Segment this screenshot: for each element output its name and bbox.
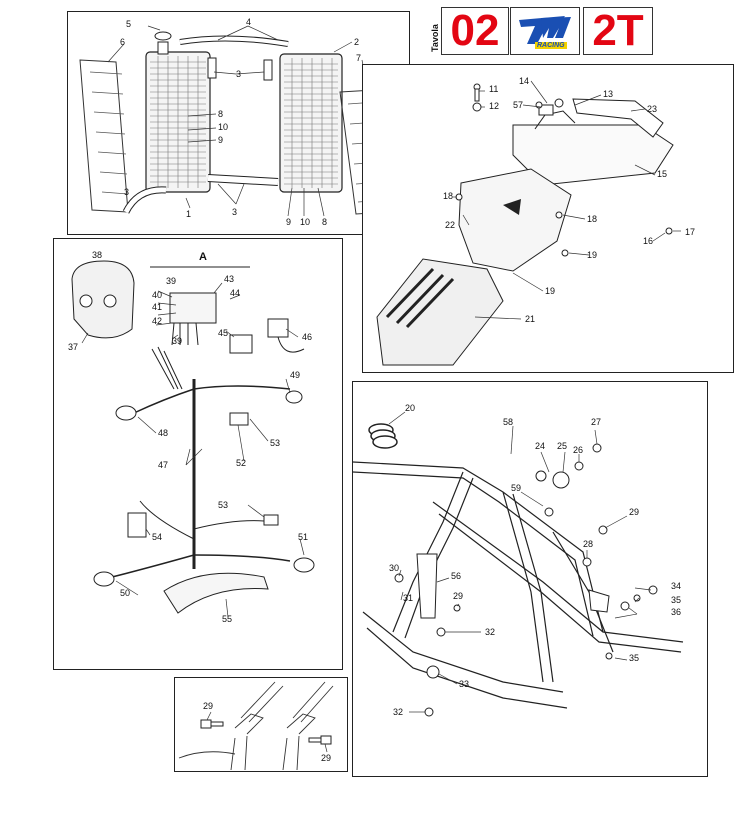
callout-4: 4 bbox=[246, 17, 252, 27]
callout-19-upper: 19 bbox=[587, 250, 598, 260]
callout-9-right: 9 bbox=[286, 217, 292, 227]
engine-type: 2T bbox=[592, 6, 644, 55]
callout-40: 40 bbox=[152, 290, 163, 300]
callout-55: 55 bbox=[222, 614, 233, 624]
brand-logo-text: TM bbox=[515, 12, 516, 13]
callout-35-lower: 35 bbox=[629, 653, 640, 663]
callout-3-left: 3 bbox=[124, 187, 130, 197]
callout-38: 38 bbox=[92, 250, 103, 260]
callout-39-lower: 39 bbox=[172, 336, 183, 346]
frame-panel: 20 58 24 25 26 27 59 29 28 30 56 31 29 3… bbox=[352, 381, 708, 777]
tank-cover-drawing bbox=[376, 80, 681, 366]
callout-2: 2 bbox=[354, 37, 360, 47]
callout-59: 59 bbox=[511, 483, 522, 493]
electrics-panel: 38 A 39 43 40 41 44 42 45 46 37 39 49 48… bbox=[53, 238, 343, 670]
callout-27: 27 bbox=[591, 417, 602, 427]
brand-logo-graphic bbox=[519, 16, 571, 44]
callout-37: 37 bbox=[68, 342, 79, 352]
callout-18-right: 18 bbox=[587, 214, 598, 224]
callout-51: 51 bbox=[298, 532, 309, 542]
callout-3-mid: 3 bbox=[236, 69, 242, 79]
callout-50: 50 bbox=[120, 588, 131, 598]
callout-21: 21 bbox=[525, 314, 536, 324]
callout-6: 6 bbox=[120, 37, 126, 47]
callout-53-upper: 53 bbox=[270, 438, 281, 448]
callout-36: 36 bbox=[671, 607, 682, 617]
callout-32-lower: 32 bbox=[393, 707, 404, 717]
engine-type-box: 2T bbox=[583, 7, 653, 55]
callout-10-right: 10 bbox=[300, 217, 311, 227]
tank-cover-panel: 11 12 13 14 15 16 17 18 18 19 19 21 22 2… bbox=[362, 64, 734, 373]
callout-44: 44 bbox=[230, 288, 241, 298]
callout-47: 47 bbox=[158, 460, 169, 470]
callout-20: 20 bbox=[405, 403, 416, 413]
callout-39-upper: 39 bbox=[166, 276, 177, 286]
callout-16: 16 bbox=[643, 236, 654, 246]
callout-25: 25 bbox=[557, 441, 568, 451]
callout-32-mid: 32 bbox=[485, 627, 496, 637]
callout-19-lower: 19 bbox=[545, 286, 556, 296]
fork-drawing bbox=[178, 681, 334, 771]
callout-56: 56 bbox=[451, 571, 462, 581]
radiator-panel: 1 2 3 3 3 4 5 6 7 8 8 9 9 10 10 bbox=[67, 11, 410, 235]
callout-57: 57 bbox=[513, 100, 524, 110]
electrics-drawing bbox=[71, 260, 315, 618]
callout-52: 52 bbox=[236, 458, 247, 468]
callout-8-left: 8 bbox=[218, 109, 224, 119]
plate-number-box: 02 bbox=[441, 7, 509, 55]
callout-8-right: 8 bbox=[322, 217, 328, 227]
callout-29-fork-left: 29 bbox=[203, 701, 214, 711]
callout-53-lower: 53 bbox=[218, 500, 229, 510]
callout-11: 11 bbox=[489, 84, 499, 94]
callout-3-bottom: 3 bbox=[232, 207, 238, 217]
plate-number: 02 bbox=[450, 6, 500, 55]
callout-28: 28 bbox=[583, 539, 594, 549]
callout-33: 33 bbox=[459, 679, 470, 689]
callout-46: 46 bbox=[302, 332, 313, 342]
callout-29-frame: 29 bbox=[629, 507, 640, 517]
brand-logo-subtext: RACING bbox=[535, 42, 567, 49]
callout-26-upper: 26 bbox=[573, 445, 584, 455]
callout-35-upper: 35 bbox=[671, 595, 682, 605]
frame-drawing bbox=[353, 411, 684, 717]
callout-45: 45 bbox=[218, 328, 229, 338]
callout-15: 15 bbox=[657, 169, 668, 179]
callout-58: 58 bbox=[503, 417, 514, 427]
callout-group-a: A bbox=[199, 251, 207, 263]
callout-30: 30 bbox=[389, 563, 400, 573]
brand-logo: TM RACING bbox=[510, 7, 580, 55]
callout-12: 12 bbox=[489, 101, 500, 111]
callout-29-fork-right: 29 bbox=[321, 753, 332, 763]
radiator-drawing bbox=[79, 25, 389, 217]
callout-18-left: 18 bbox=[443, 191, 454, 201]
callout-42: 42 bbox=[152, 316, 163, 326]
callout-23: 23 bbox=[647, 104, 658, 114]
callout-9-left: 9 bbox=[218, 135, 224, 145]
tavola-label: Tavola bbox=[430, 24, 440, 52]
callout-31: 31 bbox=[403, 593, 414, 603]
callout-13: 13 bbox=[603, 89, 614, 99]
callout-34: 34 bbox=[671, 581, 682, 591]
callout-5: 5 bbox=[126, 19, 132, 29]
callout-48: 48 bbox=[158, 428, 169, 438]
callout-54: 54 bbox=[152, 532, 163, 542]
callout-1: 1 bbox=[186, 209, 192, 219]
callout-7: 7 bbox=[356, 53, 362, 63]
callout-29-small: 29 bbox=[453, 591, 464, 601]
callout-41: 41 bbox=[152, 302, 163, 312]
callout-10-left: 10 bbox=[218, 122, 229, 132]
callout-17: 17 bbox=[685, 227, 696, 237]
callout-14: 14 bbox=[519, 76, 530, 86]
callout-22: 22 bbox=[445, 220, 456, 230]
callout-49: 49 bbox=[290, 370, 301, 380]
fork-panel: 29 29 bbox=[174, 677, 348, 772]
callout-43: 43 bbox=[224, 274, 235, 284]
callout-24: 24 bbox=[535, 441, 546, 451]
